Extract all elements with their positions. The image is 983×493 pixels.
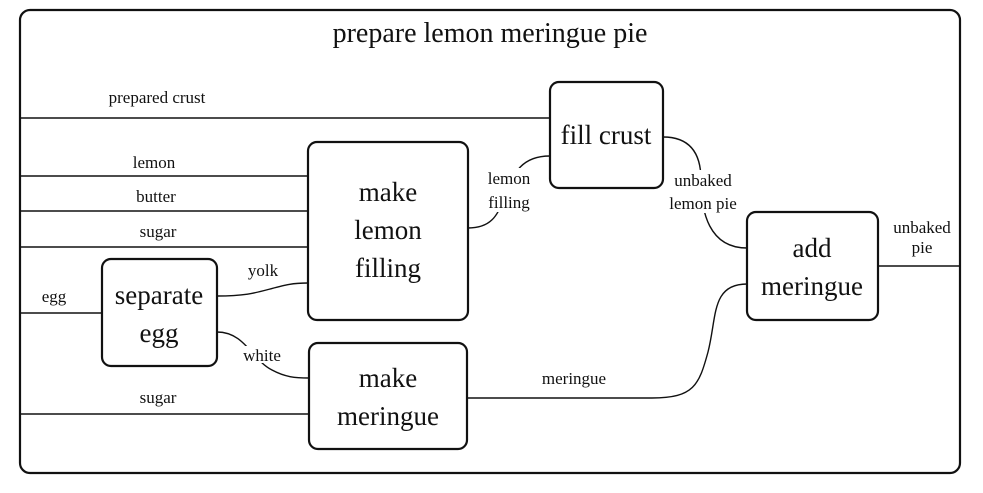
white-label-backing (239, 346, 286, 363)
diagram-outer-border (18, 8, 962, 475)
node-separate-egg: separate egg (100, 257, 219, 368)
node-separate-egg-label-line2: egg (140, 318, 179, 348)
node-make-lemon-filling-label-line3: filling (355, 253, 421, 283)
edge-yolk-line (216, 282, 309, 297)
node-separate-egg-box (100, 257, 219, 368)
edge-label-unbaked-lemon-pie-line1: unbaked (674, 171, 732, 190)
edge-label-prepared-crust: prepared crust (109, 88, 206, 107)
edge-label-lemon-filling-line2: filling (488, 193, 530, 212)
node-add-meringue-label-line1: add (793, 233, 832, 263)
node-make-lemon-filling-box (306, 140, 470, 322)
edge-label-sugar-meringue: sugar (140, 388, 177, 407)
edge-label-sugar-filling: sugar (140, 222, 177, 241)
node-make-lemon-filling: make lemon filling (306, 140, 470, 322)
edge-label-white: white (243, 346, 281, 365)
node-make-meringue-box (307, 341, 469, 451)
diagram-title: prepare lemon meringue pie (333, 18, 648, 49)
node-add-meringue-label-line2: meringue (761, 271, 863, 301)
edge-label-yolk: yolk (248, 261, 279, 280)
yolk-label-backing (244, 262, 282, 278)
edge-white-line (216, 331, 310, 379)
edge-meringue-line (467, 283, 748, 399)
node-make-meringue: make meringue (307, 341, 469, 451)
edge-label-egg: egg (42, 287, 67, 306)
node-make-lemon-filling-label-line2: lemon (354, 215, 422, 245)
node-make-meringue-label-line2: meringue (337, 401, 439, 431)
node-make-meringue-label-line1: make (359, 363, 417, 393)
unbaked-lemon-pie-label-backing (664, 170, 742, 213)
node-fill-crust: fill crust (548, 80, 665, 190)
lemon-filling-label-backing (482, 168, 536, 212)
node-add-meringue-box (745, 210, 880, 322)
edge-label-unbaked-pie-line1: unbaked (893, 218, 951, 237)
node-separate-egg-label-line1: separate (115, 280, 203, 310)
edge-label-unbaked-pie-line2: pie (912, 238, 933, 257)
node-fill-crust-box (548, 80, 665, 190)
edge-label-meringue: meringue (542, 369, 606, 388)
edge-label-lemon-filling-line1: lemon (488, 169, 531, 188)
edge-label-lemon: lemon (133, 153, 176, 172)
edge-label-butter: butter (136, 187, 176, 206)
node-add-meringue: add meringue (745, 210, 880, 322)
node-make-lemon-filling-label-line1: make (359, 177, 417, 207)
node-fill-crust-label-line1: fill crust (561, 120, 652, 150)
edge-label-unbaked-lemon-pie-line2: lemon pie (669, 194, 737, 213)
